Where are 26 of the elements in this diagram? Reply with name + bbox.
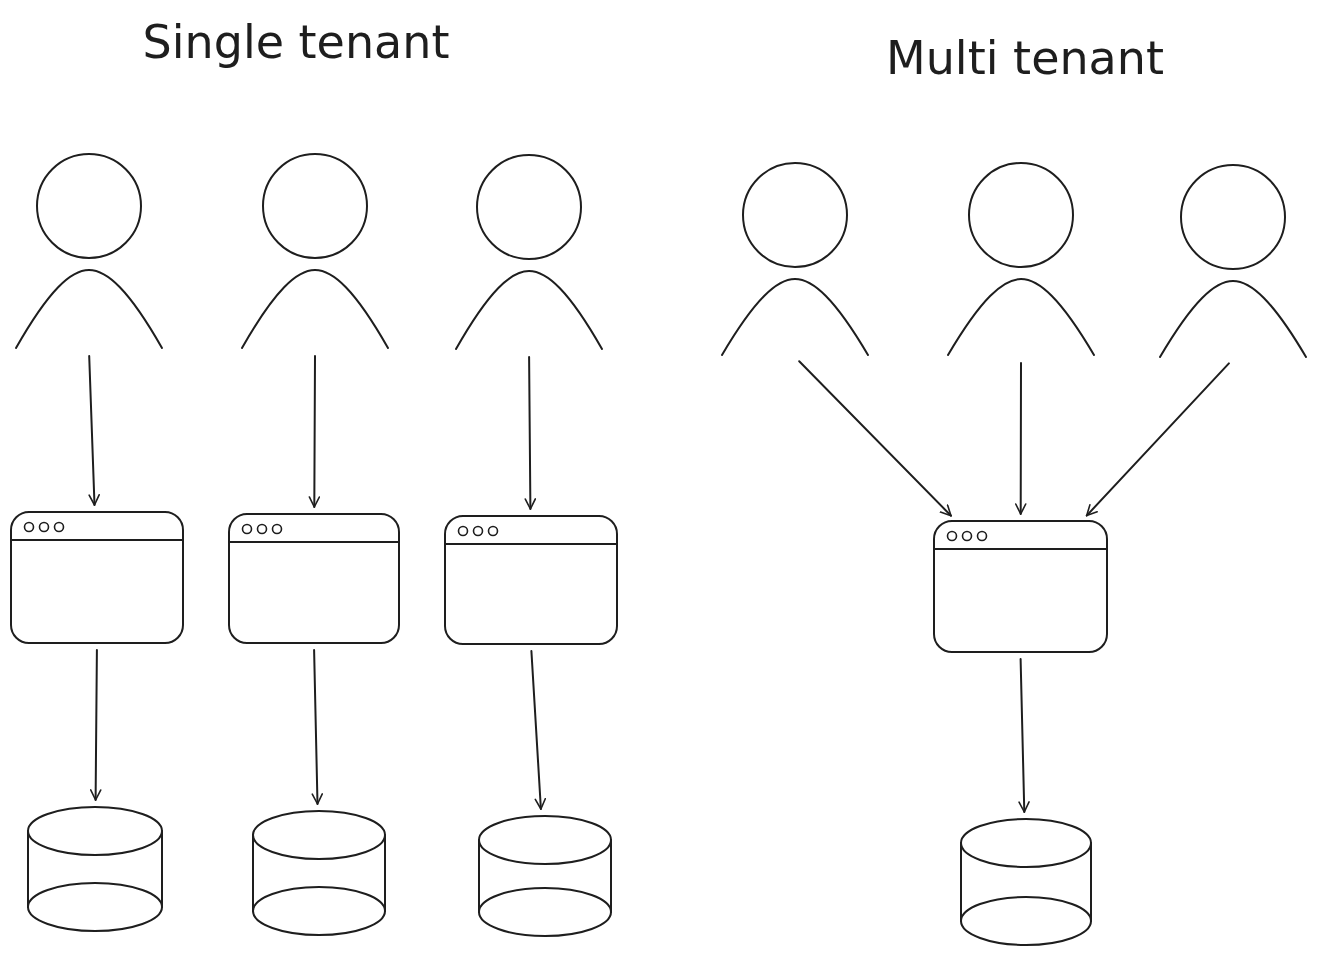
arrow bbox=[798, 360, 952, 517]
arrow bbox=[1085, 362, 1230, 517]
arrow bbox=[311, 649, 324, 805]
browser-window bbox=[10, 511, 184, 644]
arrow bbox=[524, 356, 537, 510]
browser-window bbox=[933, 520, 1108, 653]
arrow bbox=[308, 355, 321, 508]
person-figure bbox=[14, 152, 164, 350]
arrow bbox=[89, 649, 102, 801]
database-cylinder bbox=[476, 815, 614, 937]
section-heading: Single tenant bbox=[141, 14, 451, 70]
database-cylinder bbox=[250, 810, 388, 936]
database-cylinder bbox=[25, 806, 165, 932]
database-cylinder bbox=[958, 818, 1094, 946]
arrow bbox=[1014, 362, 1027, 515]
section-heading: Multi tenant bbox=[885, 30, 1165, 86]
person-figure bbox=[946, 161, 1096, 357]
arrow bbox=[1018, 658, 1030, 813]
arrow bbox=[88, 355, 100, 506]
person-figure bbox=[240, 152, 390, 350]
browser-window bbox=[228, 513, 400, 644]
person-figure bbox=[1158, 163, 1308, 359]
person-figure bbox=[720, 161, 870, 357]
browser-window bbox=[444, 515, 618, 645]
arrow bbox=[530, 650, 547, 810]
person-figure bbox=[454, 153, 604, 351]
